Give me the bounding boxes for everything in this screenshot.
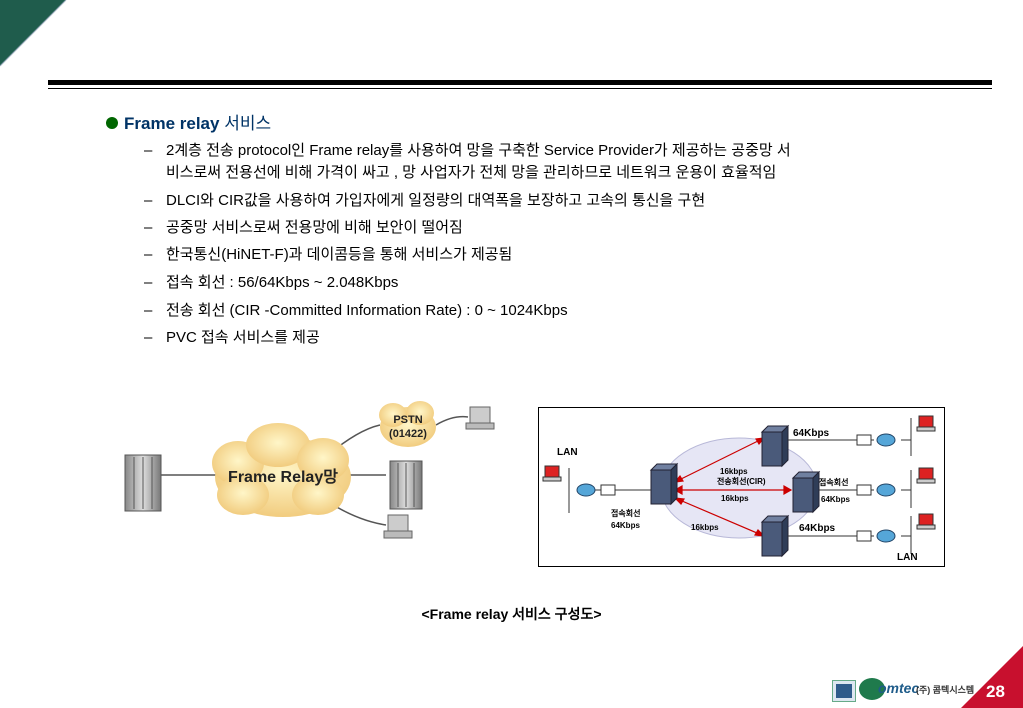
logo-mark-icon (832, 680, 856, 702)
router-icon (876, 529, 896, 543)
server-icon (389, 460, 423, 510)
computer-icon (465, 406, 495, 430)
bottom-rate-label: 64Kbps (799, 523, 836, 534)
dash-marker: – (144, 274, 153, 291)
computer-icon (916, 513, 936, 530)
computer-icon (383, 514, 413, 539)
computer-icon (542, 465, 562, 482)
network-diagram-box: LAN LAN 64Kbps 64Kbps 64Kbps 16kbps 전송회선… (538, 407, 945, 567)
header-rule-thin (48, 88, 992, 89)
router-icon (576, 483, 596, 497)
dash-marker: – (144, 192, 153, 209)
access-right-label: 접속회선 (819, 477, 848, 487)
computer-icon (916, 467, 936, 484)
bullet-dot-icon (106, 117, 118, 129)
cloud-icon (212, 423, 351, 517)
figure-caption: <Frame relay 서비스 구성도> (421, 606, 602, 622)
section-title-korean: 서비스 (224, 114, 272, 133)
dash-marker: – (144, 302, 153, 319)
switch-icon (649, 462, 679, 506)
dash-marker: – (144, 142, 153, 159)
list-item-text: 접속 회선 : 56/64Kbps ~ 2.048Kbps (166, 274, 399, 291)
switch-icon (760, 514, 790, 558)
pstn-number: (01422) (389, 428, 427, 440)
list-item-text: 비스로써 전용선에 비해 가격이 싸고 , 망 사업자가 전체 망을 관리하므로… (166, 164, 777, 181)
dash-marker: – (144, 329, 153, 346)
network-diagram: LAN LAN 64Kbps 64Kbps 64Kbps 16kbps 전송회선… (542, 415, 936, 563)
frame-relay-cloud-diagram: Frame Relay망 PSTN (01422) (124, 401, 495, 539)
list-item-text: 한국통신(HiNET-F)과 데이콤등을 통해 서비스가 제공됨 (166, 246, 513, 263)
section-title-latin: Frame relay (124, 114, 220, 133)
switch-icon (760, 424, 790, 468)
cir-label: 전송회선(CIR) (717, 476, 766, 486)
lan-left-label: LAN (557, 447, 578, 458)
corner-decoration (0, 0, 67, 67)
router-icon (876, 433, 896, 447)
list-item-text: DLCI와 CIR값을 사용하여 가입자에게 일정량의 대역폭을 보장하고 고속… (166, 192, 706, 209)
top-rate-label: 64Kbps (793, 428, 830, 439)
list-item-text: 2계층 전송 protocol인 Frame relay를 사용하여 망을 구축… (166, 142, 791, 159)
list-item-text: 전송 회선 (CIR -Committed Information Rate) … (166, 302, 568, 319)
company-name: (주) 콤텍시스템 (916, 685, 975, 695)
section-title: Frame relay 서비스 (106, 109, 271, 134)
list-item-text: 공중망 서비스로써 전용망에 비해 보안이 떨어짐 (166, 219, 463, 236)
corner-decoration (961, 646, 1023, 708)
cloud-label: Frame Relay망 (228, 468, 338, 486)
mid-rate-right-label: 64Kbps (821, 495, 850, 504)
header-rule-thick (48, 80, 992, 85)
cir-speed-mid: 16kbps (721, 494, 749, 503)
computer-icon (916, 415, 936, 432)
access-left-label: 접속회선 (611, 508, 640, 518)
access-left-rate: 64Kbps (611, 521, 640, 530)
cir-speed-bottom: 16kbps (691, 523, 719, 532)
dash-marker: – (144, 246, 153, 263)
router-icon (876, 483, 896, 497)
page-number: 28 (986, 682, 1005, 701)
dash-marker: – (144, 219, 153, 236)
pstn-label: PSTN (393, 414, 422, 426)
company-logo-text: omtec (878, 680, 920, 696)
switch-icon (791, 470, 821, 514)
server-icon (124, 454, 162, 512)
lan-right-label: LAN (897, 552, 918, 563)
omtec-logo-icon (859, 678, 885, 700)
pstn-cloud-icon (379, 401, 436, 447)
cir-speed-top: 16kbps (720, 467, 748, 476)
list-item-text: PVC 접속 서비스를 제공 (166, 329, 320, 346)
